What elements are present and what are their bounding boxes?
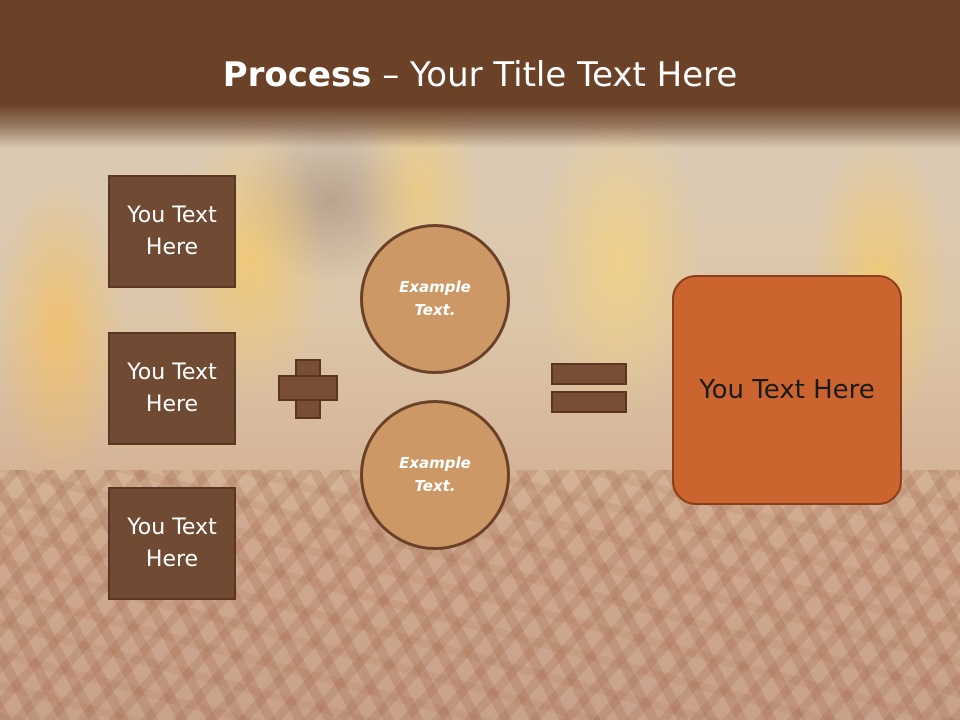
input-box-2: You Text Here	[108, 332, 236, 445]
slide-title: Process – Your Title Text Here	[0, 52, 960, 98]
input-box-3-label: You Text Here	[127, 514, 217, 572]
example-circle-1: Example Text.	[360, 224, 510, 374]
result-box: You Text Here	[672, 275, 902, 505]
example-circle-1-label: Example Text.	[399, 278, 471, 319]
input-box-2-label: You Text Here	[127, 359, 217, 417]
title-bold: Process	[222, 55, 372, 95]
input-box-1: You Text Here	[108, 175, 236, 288]
title-rest: – Your Title Text Here	[371, 55, 738, 95]
example-circle-2: Example Text.	[360, 400, 510, 550]
input-box-1-label: You Text Here	[127, 202, 217, 260]
input-box-3: You Text Here	[108, 487, 236, 600]
result-box-label: You Text Here	[699, 375, 875, 405]
title-bar	[0, 0, 960, 148]
example-circle-2-label: Example Text.	[399, 454, 471, 495]
